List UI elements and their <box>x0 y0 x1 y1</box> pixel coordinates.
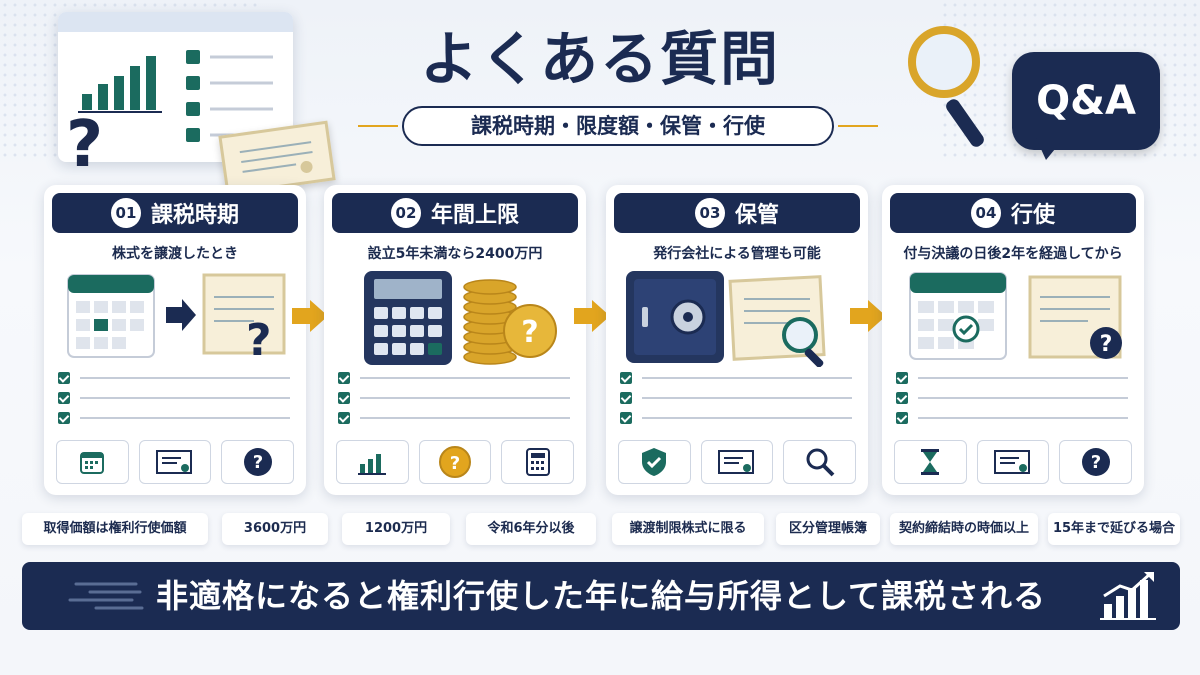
checklist <box>338 369 570 429</box>
coin-question-icon: ? <box>418 440 492 484</box>
card-04: 04 行使 付与決議の日後2年を経過してから ? ? <box>882 185 1144 495</box>
card-02: 02 年間上限 設立5年未満なら2400万円 ? ? <box>324 185 586 495</box>
question-mark-icon: ? <box>66 108 104 182</box>
question-icon: ? <box>221 440 295 484</box>
bar-chart-icon <box>336 440 409 484</box>
card-icon-row: ? <box>56 440 295 484</box>
tag: 区分管理帳簿 <box>776 513 880 545</box>
card-subtitle: 発行会社による管理も可能 <box>653 246 821 262</box>
card-header: 02 年間上限 <box>332 193 578 233</box>
magnifier-icon <box>908 26 984 147</box>
svg-text:?: ? <box>1090 452 1100 473</box>
calendar-transfer-illustration: ? <box>67 273 286 366</box>
search-icon <box>783 440 857 484</box>
svg-text:?: ? <box>450 453 460 474</box>
certificate-icon <box>700 440 774 484</box>
safe-certificate-illustration <box>626 271 826 367</box>
tag: 3600万円 <box>222 513 328 545</box>
calculator-coins-illustration: ? <box>364 271 557 365</box>
calculator-icon <box>501 440 575 484</box>
bar-chart-icon <box>78 50 273 142</box>
svg-text:?: ? <box>252 452 262 473</box>
card-header: 01 課税時期 <box>52 193 298 233</box>
page-title: よくある質問 <box>419 25 780 93</box>
tag: 1200万円 <box>342 513 450 545</box>
arrow-right-icon <box>292 300 328 332</box>
subtitle: 課税時期・限度額・保管・行使 <box>402 106 834 146</box>
calendar-certificate-illustration: ? <box>909 272 1122 360</box>
calendar-icon <box>56 440 129 484</box>
card-header: 04 行使 <box>890 193 1136 233</box>
tag: 譲渡制限株式に限る <box>612 513 764 545</box>
arrow-right-icon <box>850 300 886 332</box>
hourglass-icon <box>894 440 967 484</box>
certificate-icon <box>218 120 336 196</box>
tag: 令和6年分以後 <box>466 513 596 545</box>
certificate-icon <box>138 440 212 484</box>
shield-check-icon <box>618 440 691 484</box>
card-number: 02 <box>390 198 421 228</box>
checklist <box>620 369 852 429</box>
card-title: 保管 <box>734 203 779 228</box>
checklist <box>58 369 290 429</box>
tag: 契約締結時の時価以上 <box>890 513 1038 545</box>
card-subtitle: 株式を譲渡したとき <box>112 246 238 262</box>
card-number: 01 <box>110 198 141 228</box>
card-icon-row <box>618 440 857 484</box>
card-title: 年間上限 <box>430 203 519 228</box>
arrow-right-icon <box>574 300 610 332</box>
card-number: 04 <box>970 198 1001 228</box>
svg-text:?: ? <box>1100 332 1113 357</box>
card-03: 03 保管 発行会社による管理も可能 <box>606 185 868 495</box>
tag: 15年まで延びる場合 <box>1048 513 1180 545</box>
growth-chart-icon <box>1100 572 1156 620</box>
checklist <box>896 369 1128 429</box>
qa-badge-tail <box>1036 138 1064 160</box>
card-icon-row: ? <box>336 440 575 484</box>
qa-badge: Q&A <box>1012 52 1160 150</box>
card-01: 01 課税時期 株式を譲渡したとき ? ? <box>44 185 306 495</box>
card-title: 課税時期 <box>150 203 239 228</box>
speed-lines-icon <box>68 582 144 610</box>
svg-text:?: ? <box>246 315 272 366</box>
card-header: 03 保管 <box>614 193 860 233</box>
question-icon: ? <box>1059 440 1133 484</box>
bottom-banner: 非適格になると権利行使した年に給与所得として課税される <box>22 562 1180 630</box>
certificate-icon <box>976 440 1050 484</box>
svg-text:?: ? <box>521 315 538 350</box>
tag: 取得価額は権利行使価額 <box>22 513 208 545</box>
banner-text: 非適格になると権利行使した年に給与所得として課税される <box>155 577 1047 615</box>
card-subtitle: 設立5年未満なら2400万円 <box>367 246 543 262</box>
subtitle-wrap: 課税時期・限度額・保管・行使 <box>358 106 878 146</box>
card-number: 03 <box>694 198 725 228</box>
card-subtitle: 付与決議の日後2年を経過してから <box>903 246 1123 262</box>
card-icon-row: ? <box>894 440 1133 484</box>
card-title: 行使 <box>1010 203 1055 228</box>
